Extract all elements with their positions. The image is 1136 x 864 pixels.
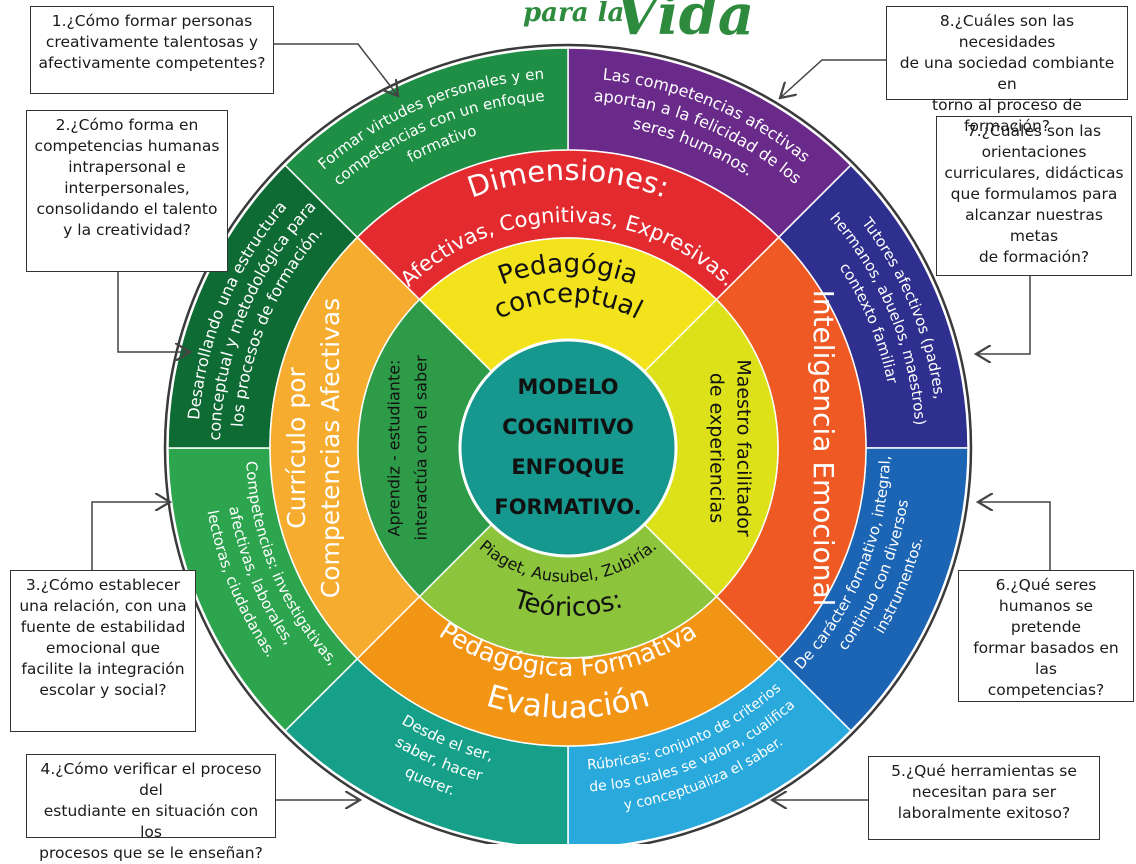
question-box-6: 6.¿Qué seres humanos se pretende formar … <box>958 570 1134 702</box>
inner-right-text-line-2: de experiencias <box>706 373 728 523</box>
question-box-3: 3.¿Cómo establecer una relación, con una… <box>10 570 196 732</box>
question-box-1: 1.¿Cómo formar personas creativamente ta… <box>30 6 274 94</box>
core-circle <box>458 338 678 558</box>
inner-left-text-line-1: Aprendiz - estudiante: <box>385 360 404 537</box>
question-box-5: 5.¿Qué herramientas se necesitan para se… <box>868 756 1100 840</box>
arrow-q6 <box>978 502 1051 570</box>
arrow-q3 <box>91 502 170 570</box>
brand-small: para la <box>523 0 625 28</box>
middle-left-text-line-2: Competencias Afectivas <box>316 298 345 598</box>
inner-left-text-line-2: interactúa con el saber <box>412 355 431 541</box>
inner-right-text-line-1: Maestro facilitador <box>733 359 755 537</box>
model-wheel: MODELOCOGNITIVOENFOQUEFORMATIVO.Pedagógi… <box>91 43 1051 844</box>
core-line-3: ENFOQUE <box>511 455 624 479</box>
core-line-2: COGNITIVO <box>502 415 634 439</box>
core-line-1: MODELO <box>517 375 618 399</box>
brand-big: Vida <box>615 0 755 48</box>
arrow-q1 <box>274 43 398 96</box>
diagram-stage: para la Vida MODELO COGNITIVO ENFOQUE FORMA… <box>10 0 1134 862</box>
middle-right-text-line-1: Inteligencia Emocional <box>807 290 840 607</box>
question-box-4: 4.¿Cómo verificar el proceso del estudia… <box>26 754 276 862</box>
middle-left-text-line-1: Currículo por <box>282 366 311 528</box>
arrow-q8 <box>780 59 886 98</box>
arrow-q2 <box>117 272 190 352</box>
arrow-q7 <box>976 276 1031 354</box>
core-line-4: FORMATIVO. <box>494 495 641 519</box>
question-box-2: 2.¿Cómo forma en competencias humanas in… <box>26 110 228 272</box>
question-box-8: 8.¿Cuáles son las necesidades de una soc… <box>886 6 1128 135</box>
question-box-7: 7.¿Cuáles son las orientaciones curricul… <box>936 116 1132 276</box>
